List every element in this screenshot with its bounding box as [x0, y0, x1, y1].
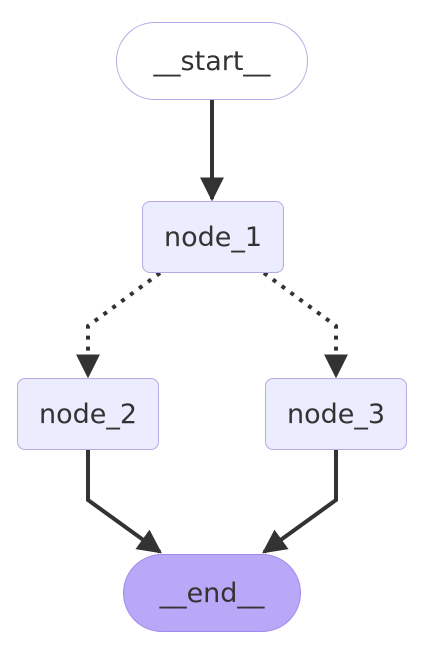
edge-node1-node2 — [76, 271, 162, 379]
edge-node1-node3 — [262, 271, 348, 379]
edge-node2-end — [86, 450, 162, 554]
node-1-label: node_1 — [163, 221, 263, 253]
node-2-label: node_2 — [38, 398, 138, 430]
node-2: node_2 — [17, 378, 159, 450]
node-3: node_3 — [265, 378, 407, 450]
end-node: __end__ — [123, 554, 301, 632]
edge-node3-end — [262, 450, 338, 554]
start-node: __start__ — [116, 22, 308, 100]
start-node-label: __start__ — [153, 45, 271, 77]
node-3-label: node_3 — [286, 398, 386, 430]
node-1: node_1 — [142, 201, 284, 273]
end-node-label: __end__ — [159, 577, 265, 609]
